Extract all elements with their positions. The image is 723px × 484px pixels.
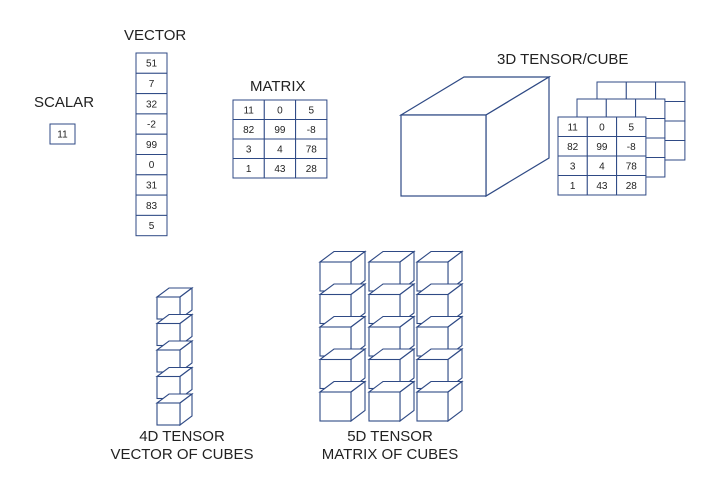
vector-value: 7 <box>149 79 155 90</box>
tensor5d-cube-icon <box>367 282 416 325</box>
tensor3d-value: 82 <box>567 142 579 153</box>
stack-back-cell <box>635 98 666 119</box>
tensor4d-label-line1: 4D TENSOR <box>139 428 225 445</box>
tensor4d-cube-icon <box>155 313 194 347</box>
vector-value: 0 <box>149 160 155 171</box>
tensor4d-cube-icon <box>155 339 194 374</box>
tensor3d-value: 99 <box>596 142 608 153</box>
tensor3d-value: 0 <box>599 122 605 133</box>
tensor3d-cell <box>616 175 647 196</box>
tensor3d-value: 78 <box>626 161 638 172</box>
scalar-box: 11 <box>49 123 76 145</box>
vector-value: 5 <box>149 221 155 232</box>
small-cube-front-face <box>156 402 181 426</box>
tensor5d-cube-icon <box>318 282 367 325</box>
vector-cell <box>135 214 168 237</box>
cube-front-face <box>400 114 487 197</box>
matrix-value: 1 <box>246 164 252 175</box>
matrix-value: 43 <box>274 164 286 175</box>
tensor3d-value: 28 <box>626 181 638 192</box>
tensor3d-value: 3 <box>570 161 576 172</box>
matrix-value: 4 <box>277 144 283 155</box>
tensor4d-cube-icon <box>155 366 194 400</box>
vector-value: 99 <box>146 140 158 151</box>
tensor3d-value: 1 <box>570 181 576 192</box>
tensor3d-matrix-stack: 11 0 5 82 99 -8 3 4 78 1 43 28 <box>557 81 686 196</box>
vector-column: 51 7 32 -2 99 0 31 83 5 <box>135 52 168 237</box>
tensor4d-label-line2: VECTOR OF CUBES <box>110 446 253 463</box>
tensor3d-value: 4 <box>599 161 605 172</box>
stack-back-cell <box>605 98 637 119</box>
tensor5d-cube-icon <box>318 250 367 293</box>
small-cube-front-face <box>319 391 352 422</box>
scalar-value: 11 <box>57 130 68 141</box>
matrix-value: 28 <box>306 164 318 175</box>
tensor3d-value: 11 <box>567 122 578 133</box>
small-cube-front-face <box>368 391 401 422</box>
vector-value: -2 <box>147 120 156 131</box>
tensor3d-label: 3D TENSOR/CUBE <box>497 51 628 68</box>
matrix-cell <box>295 158 328 179</box>
matrix-value: 78 <box>306 144 318 155</box>
matrix-label: MATRIX <box>250 78 306 95</box>
tensor5d-cube-icon <box>367 380 416 423</box>
small-cube-front-face <box>416 391 449 422</box>
tensor5d-label-line1: 5D TENSOR <box>347 428 433 445</box>
tensor4d-cube-icon <box>155 392 194 427</box>
vector-value: 31 <box>146 180 158 191</box>
tensor3d-value: -8 <box>627 142 636 153</box>
matrix-value: 0 <box>277 105 283 116</box>
tensor3d-value: 43 <box>596 181 608 192</box>
matrix-value: 5 <box>308 105 314 116</box>
tensor5d-cube-icon <box>367 347 416 390</box>
matrix-value: 11 <box>243 105 254 116</box>
tensor5d-label-line2: MATRIX OF CUBES <box>322 446 458 463</box>
matrix-grid: 11 0 5 82 99 -8 3 4 78 1 43 28 <box>232 99 328 179</box>
vector-value: 51 <box>146 59 158 70</box>
matrix-value: 99 <box>274 125 286 136</box>
tensor3d-value: 5 <box>628 122 634 133</box>
tensor5d-cube-icon <box>318 380 367 423</box>
scalar-label: SCALAR <box>34 94 94 111</box>
vector-value: 83 <box>146 201 158 212</box>
tensor4d-cube-icon <box>155 286 194 321</box>
tensor4d-cube-column <box>155 286 194 427</box>
matrix-value: 3 <box>246 144 252 155</box>
tensor5d-cube-icon <box>415 380 464 423</box>
big-cube-icon <box>398 75 552 198</box>
vector-label: VECTOR <box>124 27 186 44</box>
tensor5d-cube-grid <box>318 250 464 423</box>
scalar-cell <box>49 123 76 145</box>
stack-back-cell <box>576 98 607 119</box>
vector-value: 32 <box>146 99 158 110</box>
matrix-value: 82 <box>243 125 255 136</box>
matrix-value: -8 <box>307 125 316 136</box>
